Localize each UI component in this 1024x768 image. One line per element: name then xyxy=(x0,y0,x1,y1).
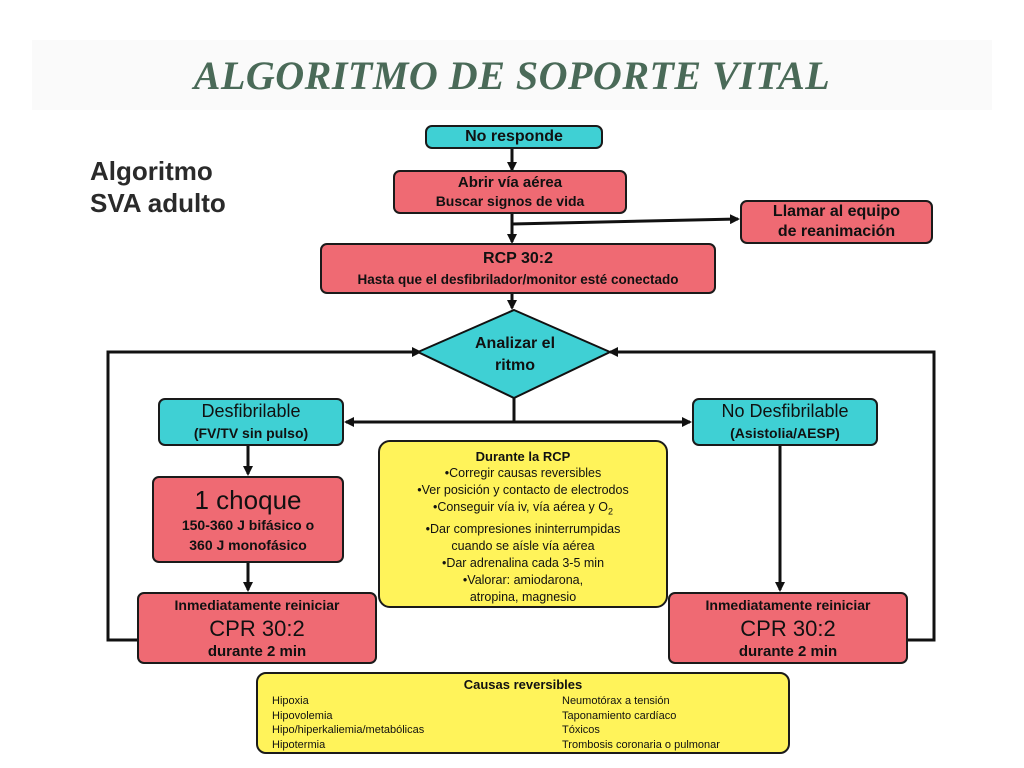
node-reiniciar-left: Inmediatamente reiniciar CPR 30:2 durant… xyxy=(137,592,377,664)
causas-right-col: Neumotórax a tensión Taponamiento cardía… xyxy=(562,694,720,752)
side-title-line-2: SVA adulto xyxy=(90,188,226,218)
side-title-line-1: Algoritmo xyxy=(90,156,213,186)
rcp-item: •Dar compresiones ininterrumpidas xyxy=(425,521,621,536)
node-desfibrilable: Desfibrilable (FV/TV sin pulso) xyxy=(158,398,344,446)
rcp-item-o2: •Conseguir vía iv, vía aérea y O2 xyxy=(432,500,614,517)
slide-title: ALGORITMO DE SOPORTE VITAL xyxy=(193,53,831,98)
causas-title: Causas reversibles xyxy=(463,677,583,692)
rcp-item: •Valorar: amiodarona, xyxy=(462,572,584,587)
causas-left-col: Hipoxia Hipovolemia Hipo/hiperkaliemia/m… xyxy=(272,694,424,752)
causa-item: Hipo/hiperkaliemia/metabólicas xyxy=(272,724,425,736)
loop-right xyxy=(608,347,936,642)
durante-rcp-title: Durante la RCP xyxy=(475,449,571,464)
o2-subscript: 2 xyxy=(608,506,614,517)
loop-left xyxy=(106,347,422,642)
node-reiniciar-right: Inmediatamente reiniciar CPR 30:2 durant… xyxy=(668,592,908,664)
title-band xyxy=(32,40,992,110)
causa-item: Taponamiento cardíaco xyxy=(562,709,677,722)
rcp-item: cuando se aísle vía aérea xyxy=(451,538,595,553)
node-abrir-via: Abrir vía aérea Buscar signos de vida xyxy=(393,170,627,214)
causas-reversibles-box: Causas reversibles Hipoxia Hipovolemia H… xyxy=(256,672,790,754)
rcp-item: atropina, magnesio xyxy=(469,589,577,604)
arrow-to-llamar xyxy=(511,214,740,226)
side-title: Algoritmo SVA adulto xyxy=(90,155,226,219)
node-no-desfibrilable: No Desfibrilable (Asistolia/AESP) xyxy=(692,398,878,446)
node-llamar: Llamar al equipo de reanimación xyxy=(740,200,933,244)
node-no-responde: No responde xyxy=(425,125,603,149)
causa-item: Trombosis coronaria o pulmonar xyxy=(562,738,720,751)
rcp-item: •Dar adrenalina cada 3-5 min xyxy=(441,555,605,570)
analizar-label: Analizar el ritmo xyxy=(474,335,556,374)
analizar-diamond xyxy=(415,308,613,400)
rcp-item: •Ver posición y contacto de electrodos xyxy=(417,483,629,497)
node-choque: 1 choque 150-360 J bifásico o 360 J mono… xyxy=(152,476,344,563)
causa-item: Hipovolemia xyxy=(272,709,333,722)
causa-item: Neumotórax a tensión xyxy=(562,695,670,707)
causa-item: Tóxicos xyxy=(562,724,600,736)
causa-item: Hipoxia xyxy=(272,695,309,707)
node-rcp-initial: RCP 30:2 Hasta que el desfibrilador/moni… xyxy=(320,243,716,294)
rcp-item: •Corregir causas reversibles xyxy=(444,466,602,480)
causa-item: Hipotermia xyxy=(272,738,326,751)
durante-rcp-box: Durante la RCP •Corregir causas reversib… xyxy=(378,440,668,608)
